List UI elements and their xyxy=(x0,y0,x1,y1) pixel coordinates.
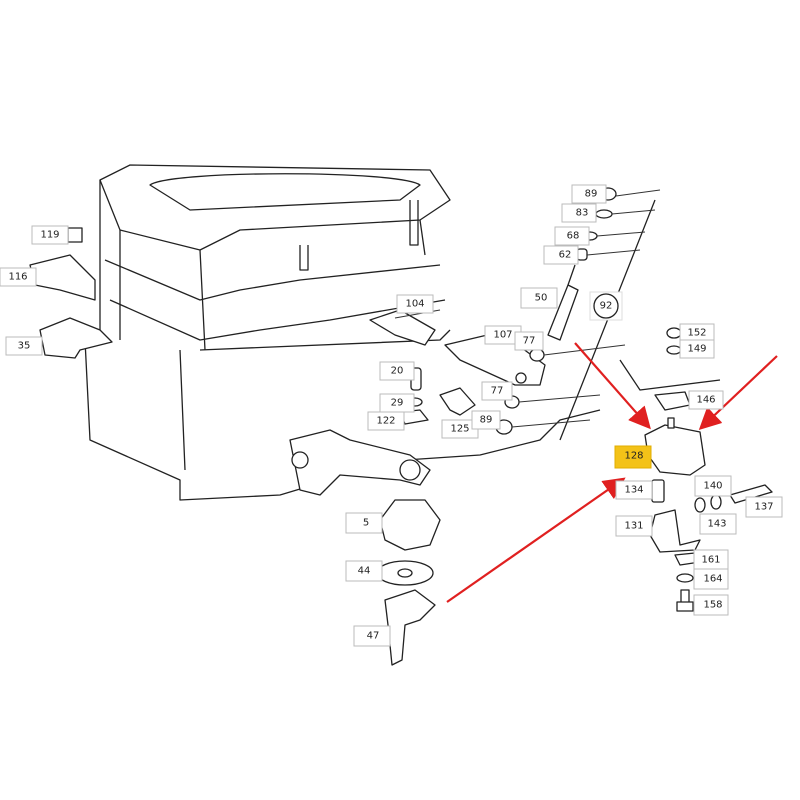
parts xyxy=(29,187,773,666)
svg-text:152: 152 xyxy=(687,328,706,339)
svg-text:62: 62 xyxy=(559,250,572,261)
arrow-to-label-128 xyxy=(446,477,626,603)
svg-text:77: 77 xyxy=(491,386,504,397)
svg-text:134: 134 xyxy=(624,485,643,496)
svg-text:47: 47 xyxy=(367,631,380,642)
arrow-to-mount-left xyxy=(574,342,651,430)
svg-text:104: 104 xyxy=(405,299,424,310)
callout-92[interactable]: 92 xyxy=(589,291,623,321)
svg-text:44: 44 xyxy=(358,566,371,577)
svg-text:107: 107 xyxy=(493,330,512,341)
svg-text:140: 140 xyxy=(703,481,722,492)
engine-arm xyxy=(289,429,431,496)
callout-89-upper[interactable]: 89 xyxy=(571,184,607,204)
svg-text:161: 161 xyxy=(701,555,720,566)
svg-text:128: 128 xyxy=(624,451,643,462)
svg-text:5: 5 xyxy=(363,518,369,529)
callout-122[interactable]: 122 xyxy=(367,411,405,431)
arrow-to-mount-right xyxy=(698,355,778,431)
callout-77-lower[interactable]: 77 xyxy=(481,381,513,401)
callout-146[interactable]: 146 xyxy=(688,390,724,410)
svg-text:92: 92 xyxy=(600,301,613,312)
svg-text:146: 146 xyxy=(696,395,715,406)
callout-158[interactable]: 158 xyxy=(693,594,729,616)
callout-161[interactable]: 161 xyxy=(693,549,729,571)
callout-134[interactable]: 134 xyxy=(615,480,653,500)
callout-116[interactable]: 116 xyxy=(0,267,37,287)
callout-89-lower[interactable]: 89 xyxy=(471,410,501,430)
callout-68[interactable]: 68 xyxy=(554,226,590,246)
callout-152[interactable]: 152 xyxy=(679,323,715,343)
svg-text:149: 149 xyxy=(687,344,706,355)
engine-block xyxy=(84,164,721,501)
svg-text:89: 89 xyxy=(480,415,493,426)
engine-mount-128 xyxy=(644,424,706,476)
svg-text:143: 143 xyxy=(707,519,726,530)
callout-149[interactable]: 149 xyxy=(679,339,715,359)
svg-text:137: 137 xyxy=(754,502,773,513)
svg-text:35: 35 xyxy=(18,341,31,352)
callout-29[interactable]: 29 xyxy=(379,393,415,413)
callout-35[interactable]: 35 xyxy=(5,336,43,356)
callout-77-upper[interactable]: 77 xyxy=(514,331,544,351)
callout-143[interactable]: 143 xyxy=(699,513,737,535)
svg-text:68: 68 xyxy=(567,231,580,242)
callout-50[interactable]: 50 xyxy=(520,287,558,309)
svg-text:164: 164 xyxy=(703,574,722,585)
svg-text:83: 83 xyxy=(576,208,589,219)
callouts: 119 116 35 104 107 77 20 29 122 125 89 7… xyxy=(0,184,783,647)
svg-text:125: 125 xyxy=(450,424,469,435)
callout-140[interactable]: 140 xyxy=(694,475,732,497)
callout-128-highlighted[interactable]: 128 xyxy=(614,445,652,469)
callout-164[interactable]: 164 xyxy=(693,568,729,590)
svg-text:20: 20 xyxy=(391,366,404,377)
callout-131[interactable]: 131 xyxy=(615,515,653,537)
callout-44[interactable]: 44 xyxy=(345,560,383,582)
callout-47[interactable]: 47 xyxy=(353,625,391,647)
svg-text:116: 116 xyxy=(8,272,27,283)
red-arrows xyxy=(446,342,778,603)
svg-text:158: 158 xyxy=(703,600,722,611)
svg-text:119: 119 xyxy=(40,230,59,241)
svg-text:50: 50 xyxy=(535,293,548,304)
callout-83[interactable]: 83 xyxy=(561,203,597,223)
svg-text:89: 89 xyxy=(585,189,598,200)
svg-text:131: 131 xyxy=(624,521,643,532)
callout-5[interactable]: 5 xyxy=(345,512,383,534)
svg-text:77: 77 xyxy=(523,336,536,347)
callout-62[interactable]: 62 xyxy=(543,245,579,265)
callout-137[interactable]: 137 xyxy=(745,496,783,518)
callout-104[interactable]: 104 xyxy=(396,294,434,314)
svg-text:122: 122 xyxy=(376,416,395,427)
callout-20[interactable]: 20 xyxy=(379,361,415,381)
callout-119[interactable]: 119 xyxy=(31,225,69,245)
svg-text:29: 29 xyxy=(391,398,404,409)
